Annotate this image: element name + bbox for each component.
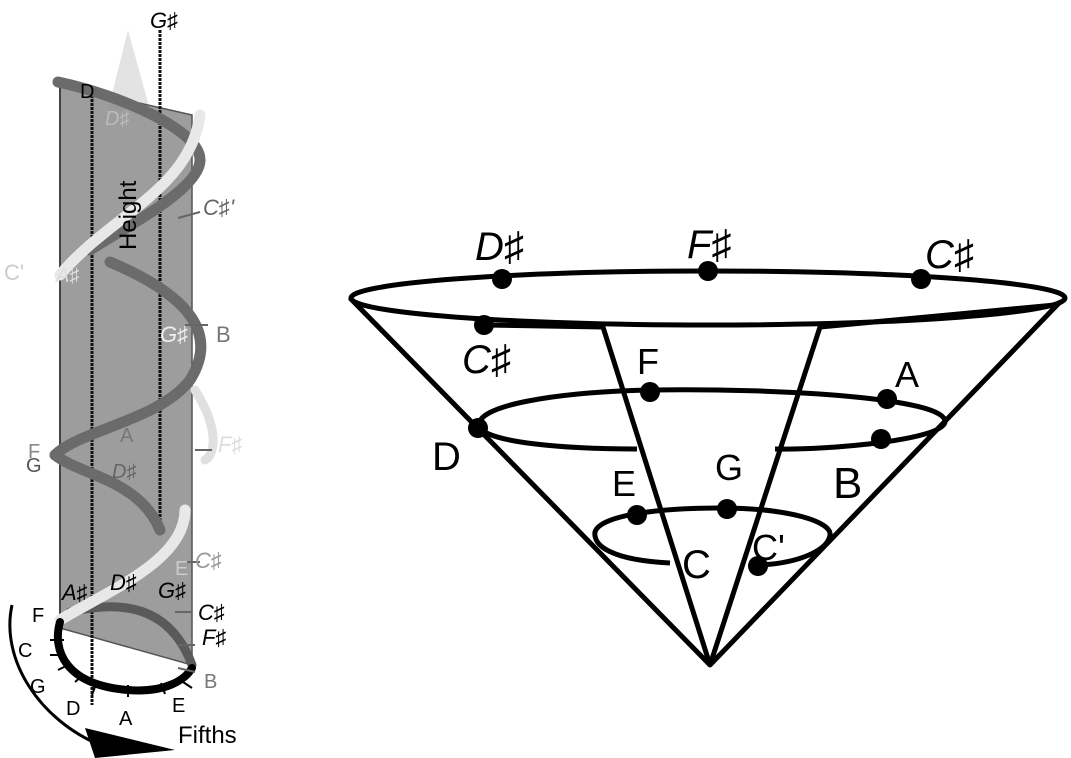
label-d-sharp-mid: D♯ <box>112 461 136 483</box>
label-d-top: D <box>80 81 94 103</box>
label-d-low: D <box>66 698 80 720</box>
label-d-sharp-low: D♯ <box>110 570 137 595</box>
cone-labels: D♯ F♯ C♯ C♯ F A D B E G C' C <box>432 223 974 587</box>
dot-f-sharp <box>698 261 718 281</box>
helix-strand-back-3 <box>49 449 166 536</box>
fifths-arrow-shaft <box>8 604 101 747</box>
helix-pale-cone <box>108 30 150 110</box>
helix-right-ticks <box>175 211 212 673</box>
label-e-low: E <box>175 558 188 580</box>
fifths-arrow-head <box>85 728 175 758</box>
label-fifths: Fifths <box>178 722 237 749</box>
label-d-sharp-top: D♯ <box>105 108 129 130</box>
spiral-rail-right <box>707 302 1056 666</box>
helix-base-ring <box>53 618 196 695</box>
label-c-sharp-low2: C♯ <box>198 600 225 625</box>
cone-label-c-sharp-top: C♯ <box>925 233 974 277</box>
label-f-mid: F <box>28 441 40 463</box>
dot-c-prime <box>748 556 768 576</box>
helix-strand-back-1 <box>52 76 206 256</box>
helix-strand-front-2 <box>190 385 218 465</box>
label-g-low: G <box>30 676 46 698</box>
cone-label-c-prime: C' <box>752 527 785 568</box>
label-top-g-sharp: G♯ <box>150 8 178 33</box>
cone-middle-ring <box>476 387 948 452</box>
cone-label-d-sharp: D♯ <box>475 225 524 269</box>
label-c-prime: C' <box>4 260 24 285</box>
label-c-low: C <box>18 640 32 662</box>
helix-diagram: G♯ D D♯ Height C♯' C' A♯ G♯ B A F G D♯ F… <box>4 8 242 758</box>
helix-strand-front-3 <box>54 504 191 626</box>
label-b-low: B <box>204 671 217 693</box>
label-f-sharp-mid: F♯ <box>218 432 242 457</box>
label-e-low2: E <box>172 695 185 717</box>
cone-label-b: B <box>833 459 862 508</box>
cone-diagram <box>348 268 1068 668</box>
label-g-sharp-mid: G♯ <box>160 322 188 347</box>
cone-label-a: A <box>895 354 919 395</box>
label-c-sharp-prime: C♯' <box>203 195 235 220</box>
dot-c-sharp <box>474 315 494 335</box>
cone-label-c: C <box>682 543 711 587</box>
cone-label-d: D <box>432 435 461 479</box>
helix-strand-front-1 <box>54 109 206 281</box>
dot-d <box>468 418 488 438</box>
spiral-rail-left <box>484 322 713 666</box>
label-f-sharp-low: F♯ <box>202 625 226 650</box>
cone-label-c-sharp: C♯ <box>462 338 511 382</box>
cone-outline <box>348 296 1062 668</box>
cone-middle-ring-front <box>477 426 638 452</box>
label-c-sharp-low: C♯ <box>195 548 222 573</box>
dot-d-sharp <box>492 269 512 289</box>
label-b-mid: B <box>216 322 231 347</box>
label-g-mid: G <box>26 455 42 477</box>
label-height: Height <box>115 180 142 250</box>
dot-e <box>627 505 647 525</box>
label-a-sharp-low: A♯ <box>60 580 88 605</box>
cone-dots <box>468 261 931 576</box>
base-ring-ticks <box>50 639 193 697</box>
cone-label-f-sharp: F♯ <box>687 223 731 267</box>
label-g-sharp-low: G♯ <box>158 578 186 603</box>
label-a-sharp-mid: A♯ <box>55 265 79 287</box>
label-a-low: A <box>119 708 133 730</box>
dot-c-sharp-top <box>911 269 931 289</box>
cone-label-f: F <box>637 341 659 382</box>
dot-a <box>877 389 897 409</box>
dot-b <box>871 429 891 449</box>
label-f-low: F <box>32 605 44 627</box>
cone-label-e: E <box>612 463 636 504</box>
label-a-mid: A <box>120 425 134 447</box>
dot-f <box>640 382 660 402</box>
cone-label-g: G <box>715 447 743 488</box>
dot-g <box>717 499 737 519</box>
helix-strand-back-2 <box>49 256 207 461</box>
